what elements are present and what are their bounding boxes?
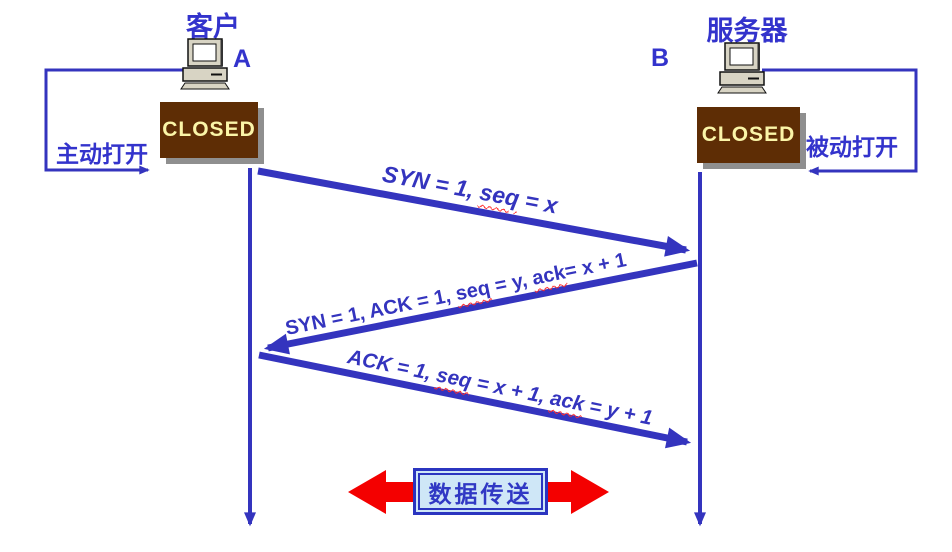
server-title: 服务器	[706, 16, 788, 46]
ack-segment-arrow	[258, 351, 692, 449]
data-transfer-label: 数据传送	[418, 473, 543, 510]
server-closed-state-label: CLOSED	[701, 123, 796, 146]
server-closed-state-box: CLOSED	[697, 107, 800, 163]
client-computer-icon	[180, 38, 230, 90]
syn-segment-arrow	[257, 167, 691, 257]
passive-open-arrow	[762, 68, 918, 176]
active-open-label: 主动打开	[56, 141, 148, 167]
data-transfer-box: 数据传送	[413, 468, 548, 515]
client-title: 客户	[186, 12, 240, 42]
client-host-letter: A	[233, 45, 252, 73]
synack-segment-arrow	[263, 259, 698, 355]
server-computer-icon	[717, 42, 767, 94]
active-open-arrow	[44, 68, 200, 175]
client-closed-state-box: CLOSED	[160, 102, 258, 158]
passive-open-label: 被动打开	[806, 134, 898, 160]
server-host-letter: B	[651, 44, 670, 72]
client-closed-state-label: CLOSED	[162, 118, 256, 141]
